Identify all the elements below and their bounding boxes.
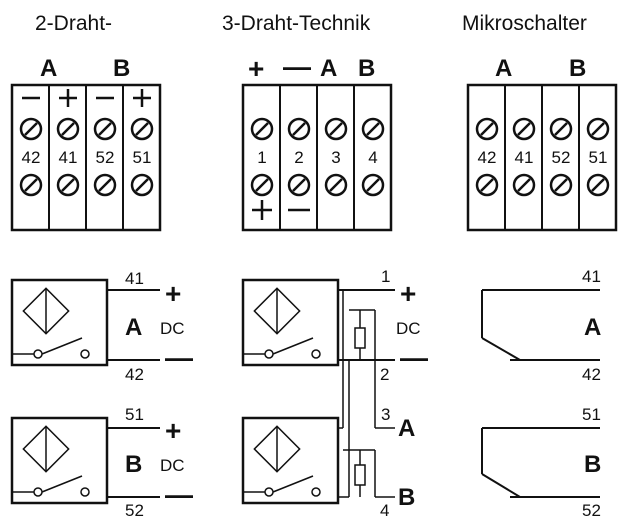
plus-symbol: + bbox=[165, 278, 181, 309]
label-b: B bbox=[398, 484, 415, 511]
terminal-label: 42 bbox=[22, 148, 41, 167]
plus-symbol: + bbox=[165, 415, 181, 446]
terminal-51-label: 51 bbox=[125, 405, 144, 424]
terminal-51-label: 51 bbox=[582, 405, 601, 424]
dc-label: DC bbox=[160, 456, 185, 475]
minus-symbol: — bbox=[165, 342, 193, 373]
terminal-block-microswitch: 42 41 52 51 bbox=[466, 83, 618, 232]
terminal-block-three-wire: 1 2 3 4 bbox=[241, 83, 393, 232]
label-b: B bbox=[584, 451, 601, 478]
header-microswitch: Mikroschalter bbox=[462, 12, 587, 35]
label-b-two-wire: B bbox=[113, 55, 130, 82]
terminal-3-label: 3 bbox=[381, 405, 390, 424]
terminal-41-label: 41 bbox=[125, 269, 144, 288]
terminal-label: 51 bbox=[133, 148, 152, 167]
schematic-microswitch-a: 41 A 42 bbox=[481, 267, 601, 384]
label-plus-three-wire: + bbox=[248, 53, 264, 84]
label-a: A bbox=[398, 415, 415, 442]
terminal-label: 51 bbox=[589, 148, 608, 167]
terminal-label: 52 bbox=[96, 148, 115, 167]
terminal-41-label: 41 bbox=[582, 267, 601, 286]
label-b-microswitch: B bbox=[569, 55, 586, 82]
terminal-label: 52 bbox=[552, 148, 571, 167]
terminal-42-label: 42 bbox=[582, 365, 601, 384]
terminal-52-label: 52 bbox=[125, 501, 144, 520]
label-a-microswitch: A bbox=[495, 55, 512, 82]
terminal-label: 41 bbox=[515, 148, 534, 167]
label-minus-three-wire: — bbox=[283, 51, 311, 82]
terminal-52-label: 52 bbox=[582, 501, 601, 520]
terminal-label: 1 bbox=[257, 148, 266, 167]
label-b: B bbox=[125, 451, 142, 478]
dc-label: DC bbox=[160, 319, 185, 338]
plus-symbol: + bbox=[400, 278, 416, 309]
schematic-three-wire: 1 2 3 4 + — DC A B bbox=[241, 267, 428, 520]
label-a-two-wire: A bbox=[40, 55, 57, 82]
schematic-two-wire-b: 51 52 + — B DC bbox=[10, 405, 193, 520]
label-a-three-wire: A bbox=[320, 55, 337, 82]
terminal-label: 3 bbox=[331, 148, 340, 167]
header-two-wire: 2-Draht- bbox=[35, 12, 112, 35]
terminal-label: 4 bbox=[368, 148, 377, 167]
minus-symbol: — bbox=[165, 479, 193, 510]
terminal-label: 41 bbox=[59, 148, 78, 167]
label-b-three-wire: B bbox=[358, 55, 375, 82]
dc-label: DC bbox=[396, 319, 421, 338]
schematic-microswitch-b: 51 B 52 bbox=[481, 405, 601, 520]
terminal-block-two-wire: 42 41 52 51 bbox=[10, 83, 162, 232]
terminal-42-label: 42 bbox=[125, 365, 144, 384]
terminal-label: 2 bbox=[294, 148, 303, 167]
terminal-4-label: 4 bbox=[380, 501, 389, 520]
schematic-two-wire-a: 41 42 + — A DC bbox=[10, 269, 193, 384]
terminal-1-label: 1 bbox=[381, 267, 390, 286]
terminal-label: 42 bbox=[478, 148, 497, 167]
minus-symbol: — bbox=[400, 342, 428, 373]
label-a: A bbox=[584, 314, 601, 341]
header-three-wire: 3-Draht-Technik bbox=[222, 12, 371, 35]
label-a: A bbox=[125, 314, 142, 341]
terminal-2-label: 2 bbox=[380, 365, 389, 384]
